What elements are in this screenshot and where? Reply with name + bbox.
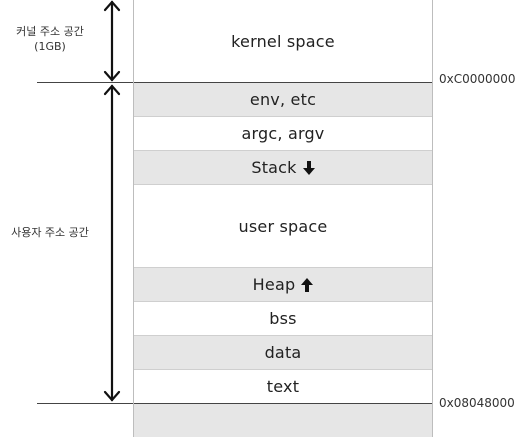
kernel-range-line2: (1GB) [34, 40, 66, 53]
kernel-range-arrow [103, 0, 121, 82]
segment-user-label: user space [238, 216, 328, 236]
arrow-up-icon [301, 277, 314, 292]
kernel-range-line1: 커널 주소 공간 [16, 25, 84, 38]
segment-user-space: user space [134, 185, 432, 268]
segment-env-label: env, etc [249, 90, 317, 109]
segment-data: data [134, 336, 432, 370]
segment-text-label: text [266, 377, 300, 396]
segment-args: argc, argv [134, 117, 432, 151]
segment-stack: Stack [134, 151, 432, 185]
segment-heap-label: Heap [252, 275, 296, 294]
address-text-start: 0x08048000 [439, 396, 515, 410]
user-space-range-label: 사용자 주소 공간 [11, 226, 89, 239]
segment-bss: bss [134, 302, 432, 336]
segment-kernel-label: kernel space [231, 31, 335, 51]
segment-kernel-space: kernel space [134, 0, 432, 83]
address-kernel-start: 0xC0000000 [439, 72, 516, 86]
segment-args-label: argc, argv [241, 124, 325, 143]
segment-stack-label: Stack [251, 158, 297, 177]
segment-bss-label: bss [269, 309, 297, 328]
segment-data-label: data [264, 343, 302, 362]
segment-below-text [134, 404, 432, 437]
arrow-down-icon [302, 160, 315, 175]
memory-layout-column: kernel space env, etc argc, argv Stack u… [133, 0, 433, 437]
segment-heap: Heap [134, 268, 432, 302]
kernel-space-range-label: 커널 주소 공간 (1GB) [2, 24, 98, 54]
user-range-arrow [103, 84, 121, 402]
segment-text: text [134, 370, 432, 404]
segment-env: env, etc [134, 83, 432, 117]
